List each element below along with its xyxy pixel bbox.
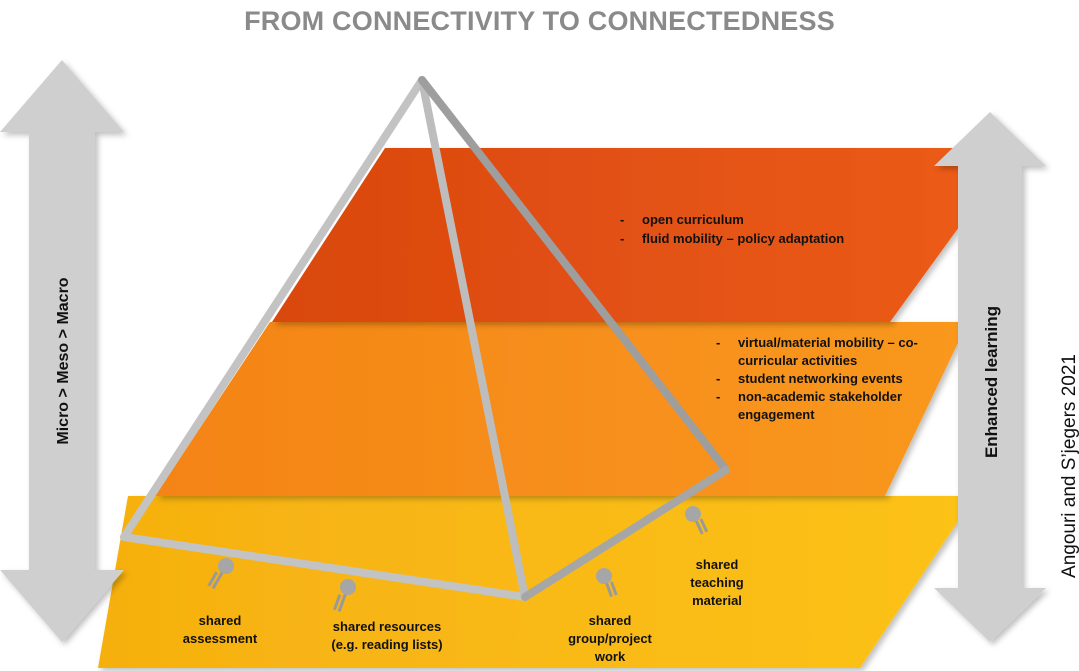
node-label-shared-resources: shared resources (e.g. reading lists) (331, 619, 443, 652)
pin-icon (685, 506, 709, 535)
page-title: FROM CONNECTIVITY TO CONNECTEDNESS (244, 6, 835, 36)
list-item: non-academic stakeholder engagement (714, 388, 939, 424)
list-item: student networking events (714, 370, 939, 388)
pyramid (120, 76, 730, 601)
middle-band-list: virtual/material mobility – co-curricula… (714, 334, 939, 424)
node-label-shared-group-project-work: shared group/project work (568, 613, 652, 664)
right-double-arrow (934, 112, 1046, 642)
credit-text: Angouri and S’jegers 2021 (1059, 354, 1079, 578)
node-label-shared-teaching-material: shared teaching material (690, 557, 744, 608)
list-item: open curriculum (618, 210, 918, 229)
right-axis-label: Enhanced learning (982, 305, 1001, 459)
pin-icon (332, 579, 356, 612)
left-double-arrow (0, 60, 124, 642)
pin-icon (207, 558, 234, 590)
list-item: virtual/material mobility – co-curricula… (714, 334, 939, 370)
bottom-band (98, 496, 975, 668)
pin-icon (596, 568, 618, 598)
left-axis-label: Micro > Meso > Macro (55, 277, 72, 445)
top-band-list: open curriculum fluid mobility – policy … (618, 210, 918, 248)
list-item: fluid mobility – policy adaptation (618, 229, 918, 248)
node-label-shared-assessment: shared assessment (182, 613, 258, 646)
